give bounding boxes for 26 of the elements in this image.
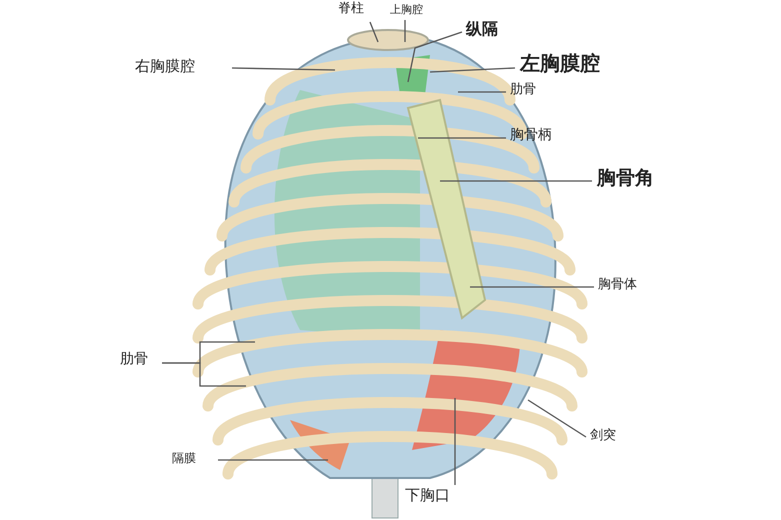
leader-line [404, 20, 406, 42]
part-label: 左胸膜腔 [520, 52, 600, 74]
leader-line [528, 399, 586, 438]
part-label: 肋骨 [120, 352, 148, 368]
leader-line [430, 67, 516, 73]
leader-line [418, 137, 506, 139]
part-label: 胸骨角 [597, 168, 654, 189]
leader-line [470, 286, 594, 288]
leader-line [218, 459, 328, 461]
part-label: 隔膜 [172, 452, 196, 466]
part-label: 胸骨体 [598, 278, 637, 292]
part-label: 上胸腔 [390, 4, 423, 16]
part-label: 纵隔 [466, 20, 498, 38]
leader-line [458, 91, 506, 93]
part-label: 右胸膜腔 [135, 58, 195, 74]
part-label: 下胸口 [405, 487, 450, 504]
leader-line [232, 67, 336, 71]
part-label: 肋骨 [510, 83, 536, 98]
part-label: 剑突 [590, 429, 616, 444]
leader-line [440, 180, 592, 182]
leader-line [162, 362, 246, 387]
leader-line [369, 22, 379, 42]
part-label: 胸骨柄 [510, 128, 552, 144]
leader-line [407, 31, 462, 82]
leader-line [454, 398, 456, 485]
part-label: 脊柱 [338, 2, 364, 16]
